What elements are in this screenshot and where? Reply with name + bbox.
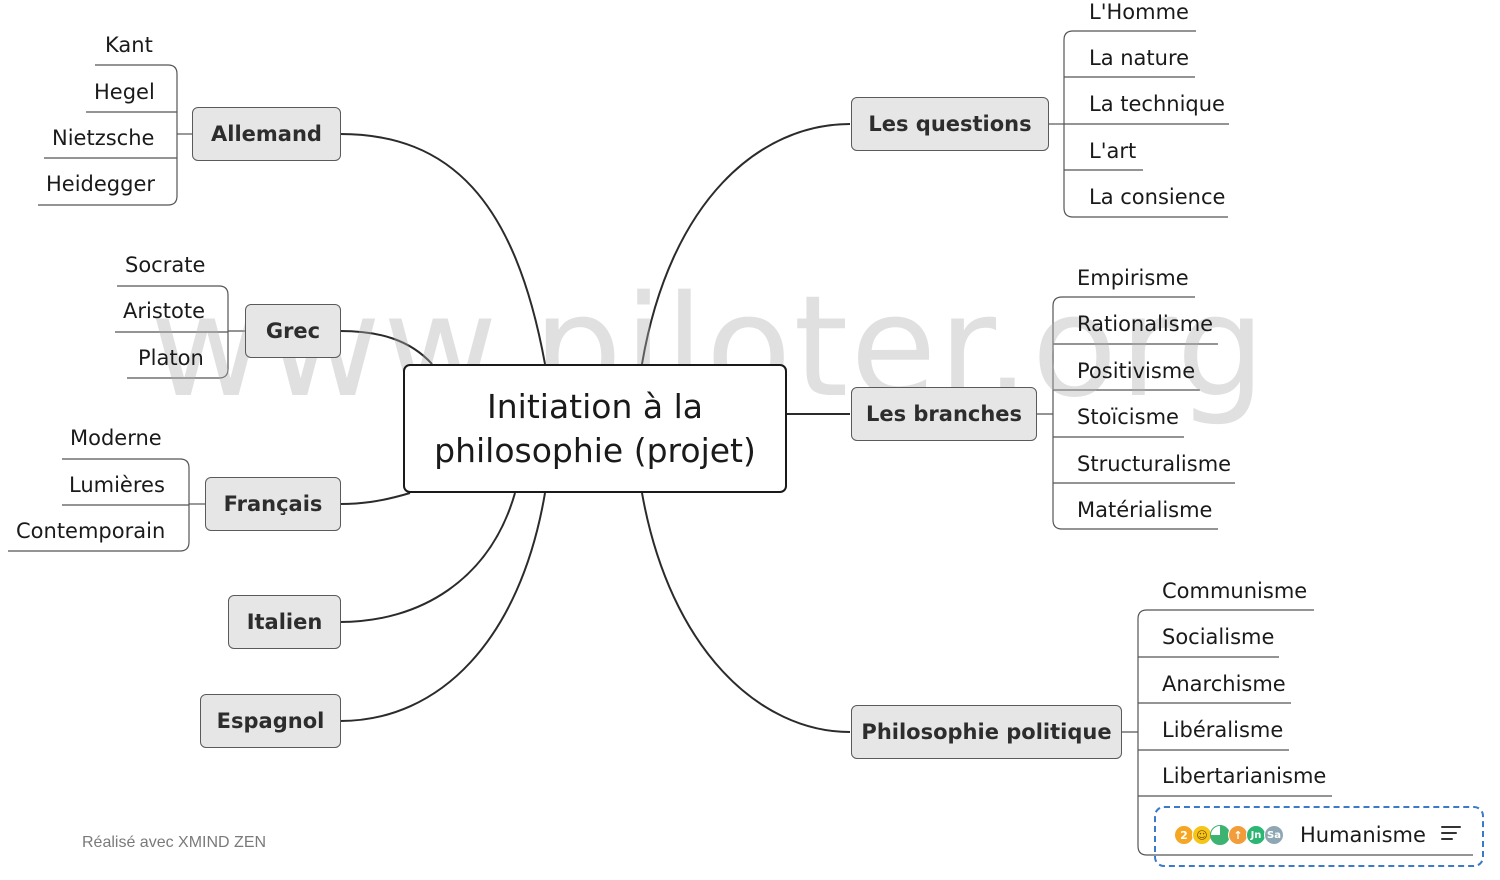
notes-icon[interactable] (1441, 826, 1461, 842)
topic-espagnol[interactable]: Espagnol (200, 694, 341, 748)
central-topic[interactable]: Initiation à la philosophie (projet) (403, 364, 787, 493)
topic-les-questions[interactable]: Les questions (851, 97, 1049, 151)
subtopic-kant[interactable]: Kant (105, 33, 153, 57)
month-jun-icon[interactable]: Jn (1246, 825, 1266, 845)
marker-row: 2 ☺ ↑ Jn Sa (1174, 823, 1284, 847)
subtopic-nietzsche[interactable]: Nietzsche (52, 126, 155, 150)
connector-italien (339, 492, 516, 623)
topic-italien[interactable]: Italien (228, 595, 341, 649)
subtopic-contemporain[interactable]: Contemporain (16, 519, 166, 543)
subtopic-materialisme[interactable]: Matérialisme (1077, 498, 1213, 522)
subtopic-heidegger[interactable]: Heidegger (46, 172, 156, 196)
subtopic-humanisme[interactable]: Humanisme (1300, 823, 1426, 847)
subtopic-socrate[interactable]: Socrate (125, 253, 206, 277)
subtopic-lhomme[interactable]: L'Homme (1089, 0, 1189, 24)
topic-allemand[interactable]: Allemand (192, 107, 341, 161)
connector-espagnol (339, 492, 546, 722)
subtopic-libertarianisme[interactable]: Libertarianisme (1162, 764, 1327, 788)
selected-topic-humanisme[interactable] (1154, 806, 1484, 867)
subtopic-communisme[interactable]: Communisme (1162, 579, 1308, 603)
progress-pie-icon[interactable] (1210, 825, 1230, 845)
connector-questions (641, 123, 851, 365)
subtopic-socialisme[interactable]: Socialisme (1162, 625, 1275, 649)
subtopic-platon[interactable]: Platon (138, 346, 204, 370)
subtopic-structuralisme[interactable]: Structuralisme (1077, 452, 1232, 476)
subtopic-lumieres[interactable]: Lumières (69, 473, 165, 497)
topic-les-branches[interactable]: Les branches (851, 387, 1037, 441)
day-sat-icon[interactable]: Sa (1264, 825, 1284, 845)
subtopic-rationalisme[interactable]: Rationalisme (1077, 312, 1214, 336)
subtopic-aristote[interactable]: Aristote (123, 299, 206, 323)
connector-allemand (339, 133, 546, 365)
smiley-icon[interactable]: ☺ (1192, 825, 1212, 845)
subtopic-la-technique[interactable]: La technique (1089, 92, 1225, 116)
priority-2-icon[interactable]: 2 (1174, 825, 1194, 845)
subtopic-anarchisme[interactable]: Anarchisme (1162, 672, 1286, 696)
subtopic-hegel[interactable]: Hegel (94, 80, 155, 104)
arrow-up-icon[interactable]: ↑ (1228, 825, 1248, 845)
central-topic-line2: philosophie (projet) (434, 430, 756, 470)
footer-credit: Réalisé avec XMIND ZEN (82, 834, 267, 851)
connector-grec (339, 330, 433, 365)
subtopic-positivisme[interactable]: Positivisme (1077, 359, 1196, 383)
subtopic-la-consience[interactable]: La consience (1089, 185, 1226, 209)
topic-grec[interactable]: Grec (245, 304, 341, 358)
topic-philosophie-politique[interactable]: Philosophie politique (851, 705, 1122, 759)
connector-francais (339, 492, 411, 505)
connector-politique (641, 492, 851, 733)
subtopic-liberalisme[interactable]: Libéralisme (1162, 718, 1284, 742)
subtopic-moderne[interactable]: Moderne (70, 426, 162, 450)
subtopic-empirisme[interactable]: Empirisme (1077, 266, 1189, 290)
central-topic-line1: Initiation à la (487, 386, 703, 426)
subtopic-lart[interactable]: L'art (1089, 139, 1137, 163)
subtopic-la-nature[interactable]: La nature (1089, 46, 1190, 70)
subtopic-stoicisme[interactable]: Stoïcisme (1077, 405, 1179, 429)
topic-francais[interactable]: Français (205, 477, 341, 531)
